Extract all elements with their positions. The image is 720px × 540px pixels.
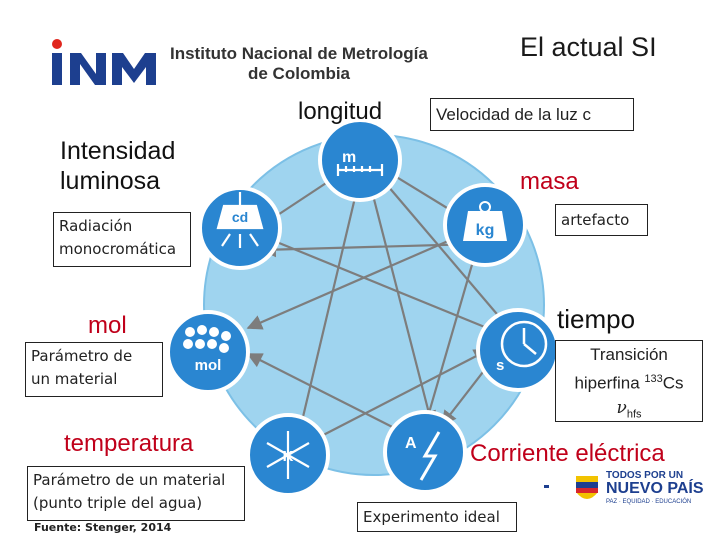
partner-line1: TODOS POR UN [606,470,684,481]
time-definition-nu: ν [616,397,627,418]
arrow-s-to-m [375,170,503,321]
node-current: A [383,410,467,494]
time-symbol: s [496,357,504,374]
partner-line2: NUEVO PAÍS [606,480,704,497]
inm-logo-mark [52,39,156,85]
arrow-K-to-s [301,349,490,447]
clock-icon [500,320,548,368]
snowflake-icon [266,431,310,479]
time-definition-line3: νhfs [561,396,697,426]
time-definition-isotope: 133 [644,373,663,385]
institute-name-line1: Instituto Nacional de Metrología [170,44,428,63]
mass-label: masa [520,168,579,195]
node-time: s [476,308,560,392]
partner-logo: TODOS POR UN NUEVO PAÍS PAZ · EQUIDAD · … [540,466,720,512]
temperature-symbol: K [283,448,294,465]
current-definition-box: Experimento ideal [357,502,517,532]
temperature-definition-box: Parámetro de un material (punto triple d… [27,466,245,521]
node-amount: mol [166,310,250,394]
partner-line3: PAZ · EQUIDAD · EDUCACIÓN [606,499,692,505]
node-luminous: cd [198,186,282,270]
current-label: Corriente eléctrica [470,440,665,467]
lightning-icon [419,431,441,481]
inm-logo: INM Instituto Nacional de Metrología de … [48,36,428,88]
time-definition-line2-prefix: hiperfina [574,373,645,393]
mass-definition: artefacto [561,211,630,229]
mass-symbol: kg [476,222,495,239]
partner-logo-dash [544,485,549,488]
amount-definition-line2: un material [31,370,118,388]
length-label: longitud [298,98,383,125]
time-definition-hfs: hfs [626,408,642,421]
time-definition-element: Cs [662,373,684,393]
amount-symbol: mol [195,357,222,374]
mass-definition-box: artefacto [555,204,648,236]
length-symbol: m [342,149,356,166]
luminous-definition-line1: Radiación [59,217,133,235]
time-definition-box: Transición hiperfina 133Cs νhfs [555,340,703,422]
coat-of-arms-icon [576,476,598,499]
institute-name-line2: de Colombia [248,64,351,83]
arrow-m-to-K [293,167,364,440]
arrow-m-to-A [364,167,437,427]
time-definition-line1: Transición [590,345,668,364]
luminous-symbol: cd [232,209,248,225]
time-definition-line2: hiperfina 133Cs [561,367,697,396]
luminous-definition-box: Radiación monocromática [53,212,191,267]
temperature-definition-line2: (punto triple del agua) [33,494,203,512]
temperature-label: temperatura [64,430,194,457]
arrow-s-to-cd [260,234,493,332]
weight-icon [463,211,507,241]
length-definition: Velocidad de la luz c [436,105,591,124]
source-note: Fuente: Stenger, 2014 [34,521,172,534]
arrow-A-to-kg [422,242,482,431]
page-title: El actual SI [520,32,657,62]
current-symbol: A [405,435,417,452]
node-mass: kg [443,183,527,267]
node-length: m [318,118,402,202]
node-temperature: K [246,413,330,497]
luminous-label-line1: Intensidad [60,137,176,165]
ruler-icon [336,164,384,176]
amount-definition-line1: Parámetro de [31,347,133,365]
luminous-label-line2: luminosa [60,167,161,195]
current-definition: Experimento ideal [363,508,500,526]
arrow-kg-to-cd-lower [260,241,477,258]
amount-label: mol [88,312,127,339]
molecules-icon [183,325,231,353]
temperature-definition-line1: Parámetro de un material [33,471,226,489]
time-label: tiempo [557,304,636,334]
luminous-definition-line2: monocromática [59,240,177,258]
amount-definition-box: Parámetro de un material [25,342,163,397]
lamp-icon [216,192,264,248]
relation-arrows [246,161,503,447]
luminous-label: Intensidad luminosa [60,136,175,196]
length-definition-box: Velocidad de la luz c [430,98,634,131]
arrow-A-to-mol [246,353,419,441]
